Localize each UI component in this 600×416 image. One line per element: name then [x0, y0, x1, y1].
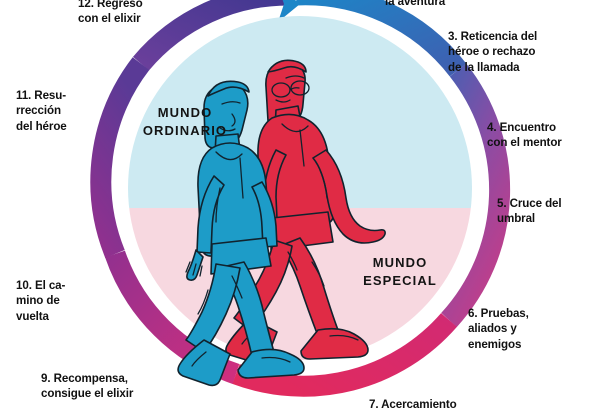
stage-label-acercamiento[interactable]: 7. Acercamiento — [369, 398, 457, 411]
two-walking-figures-illustration — [177, 59, 386, 387]
stage-label-llamada-aventura[interactable]: la aventura — [385, 0, 446, 8]
stage-label-regreso-con-elixir[interactable]: 12. Regreso con el elixir — [78, 0, 143, 26]
stage-label-pruebas-aliados[interactable]: 6. Pruebas, aliados y enemigos — [468, 307, 529, 351]
stage-label-recompensa-elixir[interactable]: 9. Recompensa, consigue el elixir — [41, 372, 134, 401]
mundo-especial-label: MUNDO ESPECIAL — [363, 255, 437, 289]
mundo-ordinario-label: MUNDO ORDINARIO — [142, 105, 228, 139]
stage-label-cruce-umbral[interactable]: 5. Cruce del umbral — [497, 197, 562, 226]
stage-label-reticencia-heroe[interactable]: 3. Reticencia del héroe o rechazo de la … — [448, 30, 538, 74]
stage-label-resurreccion-heroe[interactable]: 11. Resu- rrección del héroe — [16, 89, 67, 133]
stage-label-camino-de-vuelta[interactable]: 10. El ca- mino de vuelta — [16, 279, 66, 323]
stage-label-encuentro-mentor[interactable]: 4. Encuentro con el mentor — [487, 121, 562, 150]
